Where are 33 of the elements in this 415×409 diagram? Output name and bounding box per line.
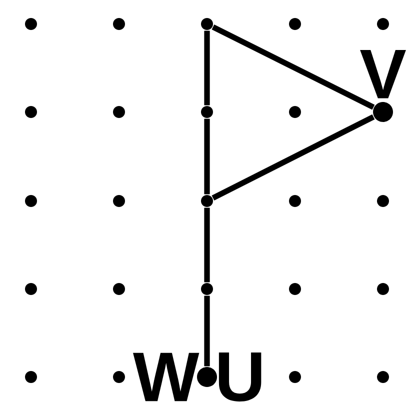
grid-dot bbox=[377, 283, 389, 295]
grid-dot bbox=[289, 283, 301, 295]
grid-dot bbox=[289, 18, 301, 30]
grid-dot bbox=[289, 195, 301, 207]
grid-dot bbox=[25, 18, 37, 30]
grid-dot bbox=[289, 371, 301, 383]
line-segment bbox=[212, 24, 375, 110]
grid-dot bbox=[113, 106, 125, 118]
grid-dot bbox=[289, 106, 301, 118]
grid-dot bbox=[25, 106, 37, 118]
grid-dot bbox=[113, 18, 125, 30]
point-label: V bbox=[360, 50, 406, 98]
grid-dot bbox=[201, 195, 213, 207]
grid-dot bbox=[201, 106, 213, 118]
point-dot bbox=[373, 102, 393, 122]
grid-dot bbox=[377, 371, 389, 383]
grid-dot bbox=[377, 195, 389, 207]
grid-dot bbox=[113, 195, 125, 207]
grid-dot bbox=[113, 371, 125, 383]
grid-dot bbox=[25, 371, 37, 383]
grid-dot bbox=[113, 283, 125, 295]
grid-dot bbox=[201, 283, 213, 295]
point-label: U bbox=[218, 352, 262, 402]
line-segment bbox=[204, 296, 210, 366]
line-segment bbox=[212, 114, 375, 200]
line-segment bbox=[204, 208, 210, 282]
line-segment bbox=[204, 118, 210, 194]
grid-dot bbox=[377, 18, 389, 30]
line-segment bbox=[204, 30, 210, 106]
grid-dot bbox=[25, 283, 37, 295]
grid-dot bbox=[25, 195, 37, 207]
grid-dot bbox=[201, 18, 213, 30]
point-label: W bbox=[133, 352, 200, 402]
